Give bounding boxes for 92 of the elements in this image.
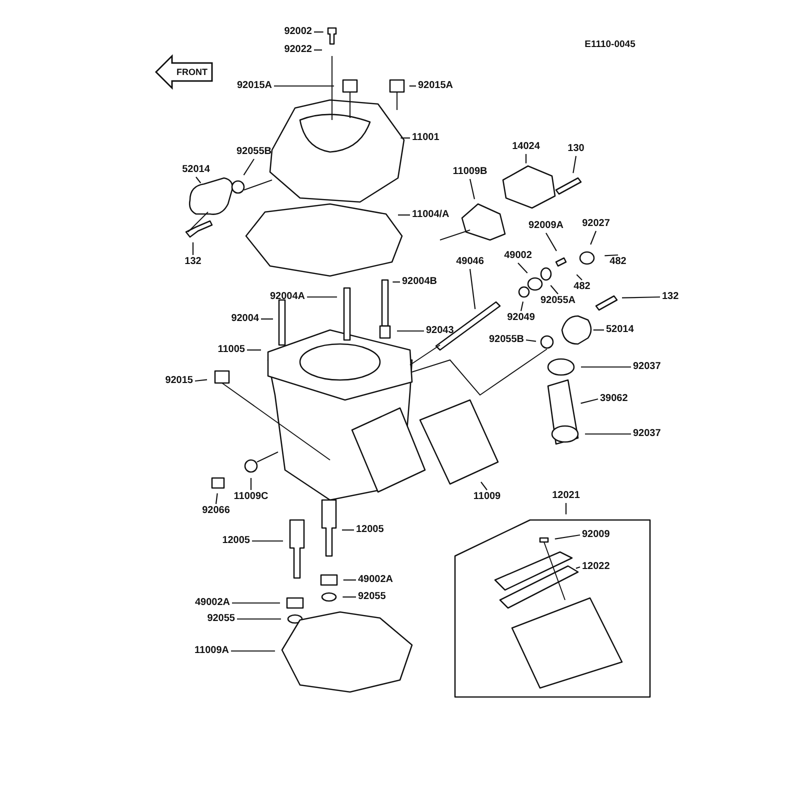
callout-number: 92055: [207, 613, 235, 625]
leader-line: [572, 156, 577, 174]
leader-line: [397, 330, 424, 332]
callout-number: 49002: [504, 250, 532, 262]
leader-line: [250, 478, 252, 490]
callout-number: 52014: [606, 324, 634, 336]
leader-line: [392, 281, 400, 283]
leader-line: [546, 232, 557, 252]
direction-label: FRONT: [176, 66, 208, 78]
leader-line: [243, 158, 254, 176]
callout-number: 132: [184, 256, 202, 268]
callout-number: 130: [568, 143, 584, 155]
diagram-code: E1110-0045: [584, 39, 636, 51]
leader-line: [565, 503, 567, 514]
callout-number: 49002A: [194, 597, 230, 609]
callout-number: 12005: [356, 524, 384, 536]
leader-line: [194, 379, 208, 382]
leader-line: [525, 154, 527, 164]
leader-line: [215, 493, 218, 504]
callout-number: 92015A: [418, 80, 454, 92]
leader-line: [576, 566, 580, 569]
leader-line: [314, 49, 322, 51]
callout-number: 92066: [202, 505, 230, 517]
leader-line: [307, 296, 337, 298]
leader-line: [343, 579, 356, 581]
leader-line: [550, 284, 558, 294]
callout-number: 92004B: [402, 276, 438, 288]
callout-number: 12005: [222, 535, 250, 547]
callout-number: 11009B: [452, 166, 488, 178]
callout-number: 132: [662, 291, 679, 303]
leader-line: [469, 178, 476, 200]
leader-line: [576, 274, 582, 280]
leader-line: [247, 349, 261, 351]
callout-number: 39062: [600, 393, 628, 405]
callout-number: 12021: [552, 490, 580, 502]
callout-number: 482: [610, 256, 626, 268]
leader-line: [604, 254, 618, 256]
leader-line: [480, 482, 488, 490]
callout-number: 92002: [284, 26, 312, 38]
callout-number: 482: [574, 281, 590, 293]
callout-number: 12022: [582, 561, 610, 573]
callout-number: 92037: [633, 428, 661, 440]
callout-number: 92009: [582, 529, 610, 541]
leader-line: [342, 529, 354, 531]
leader-line: [520, 302, 524, 312]
leader-line: [526, 339, 536, 342]
leader-line: [252, 540, 283, 542]
leader-line: [237, 618, 281, 620]
leader-line: [585, 433, 631, 435]
leader-line: [581, 366, 631, 368]
leader-line: [398, 214, 410, 216]
leader-line: [400, 137, 410, 139]
leader-line: [518, 262, 528, 274]
callout-number: 52014: [182, 164, 210, 176]
callout-number: 92004: [231, 313, 259, 325]
callout-number: 92004A: [270, 291, 305, 303]
leader-line: [580, 398, 598, 404]
leader-line: [314, 31, 324, 33]
callout-number: 11005: [218, 344, 245, 356]
leader-line: [622, 296, 660, 298]
callout-number: 92055A: [540, 295, 576, 307]
callout-number: 11004/A: [412, 209, 450, 221]
callout-number: 49002A: [358, 574, 394, 586]
callout-number: 11009C: [234, 491, 268, 503]
callout-number: 92055B: [236, 146, 272, 158]
callout-number: 92009A: [528, 220, 564, 232]
leader-line: [409, 85, 416, 87]
callout-number: 92022: [284, 44, 312, 56]
leader-line: [554, 534, 580, 540]
callout-number: 92027: [582, 218, 610, 230]
leader-line: [593, 329, 604, 331]
leader-line: [274, 85, 334, 87]
leader-line: [192, 242, 194, 255]
callout-number: 11009A: [194, 645, 229, 657]
callout-number: 14024: [512, 141, 540, 153]
callout-number: 92055B: [488, 334, 524, 346]
leader-line: [342, 596, 356, 598]
leader-line: [231, 650, 275, 652]
callout-number: 11001: [412, 132, 440, 144]
leader-line: [196, 176, 202, 184]
callout-number: 92037: [633, 361, 661, 373]
leader-line: [232, 602, 280, 604]
callout-number: 92055: [358, 591, 386, 603]
callout-number: 11009: [473, 491, 501, 503]
leader-line: [590, 230, 597, 245]
leader-line: [469, 268, 476, 310]
callout-number: 49046: [456, 256, 484, 268]
leader-line: [261, 318, 273, 320]
callout-number: 92049: [507, 312, 535, 324]
callout-number: 92043: [426, 325, 454, 337]
callout-number: 92015: [165, 375, 193, 387]
callout-number: 92015A: [236, 80, 272, 92]
